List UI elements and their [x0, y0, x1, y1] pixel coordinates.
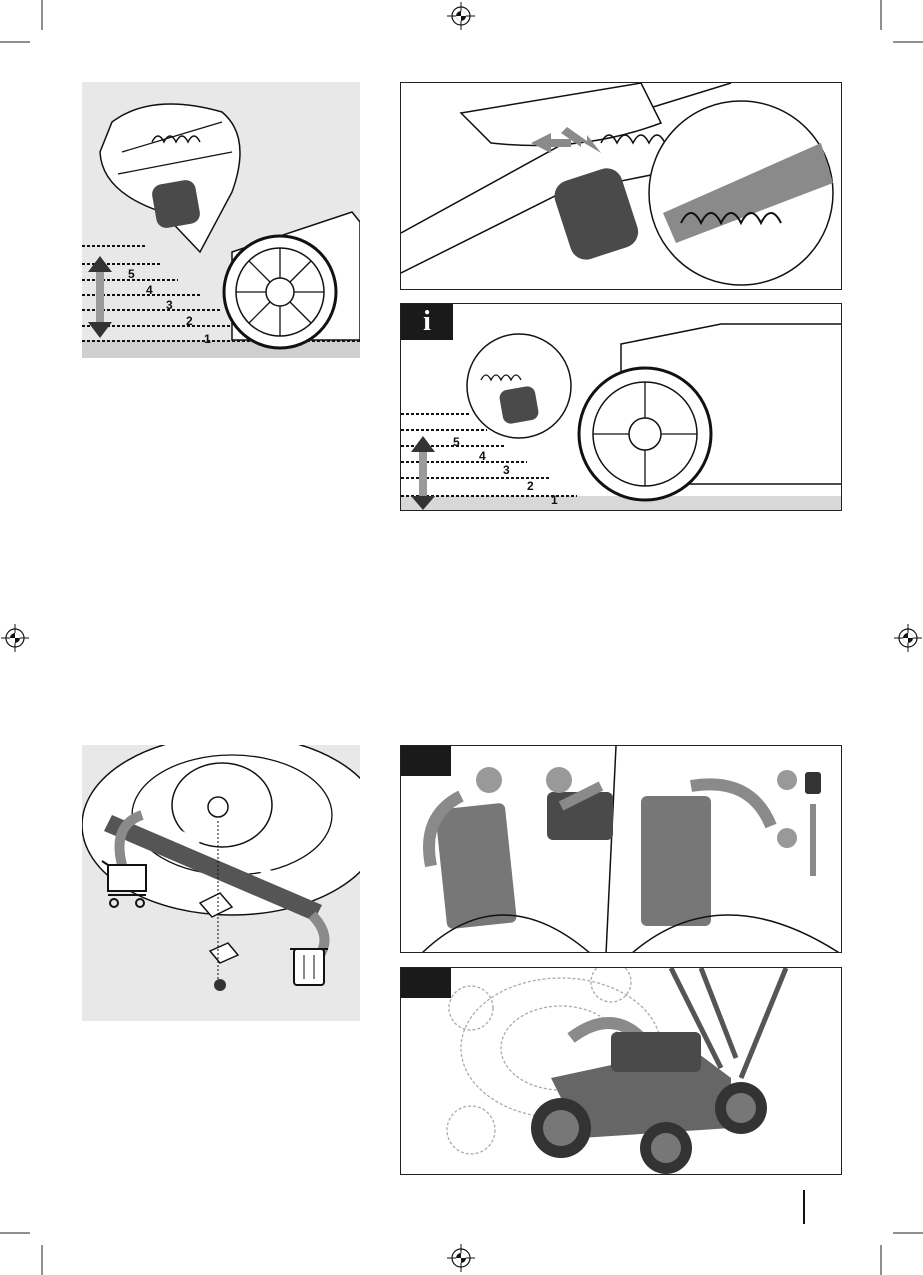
level-label-3: 3: [166, 298, 173, 312]
info-level-label-2: 2: [527, 479, 534, 493]
battery-removal-illustration: [401, 746, 842, 953]
info-illustration: 5 4 3 2 1: [401, 304, 842, 511]
registration-mark-icon: [894, 624, 922, 652]
level-label-1: 1: [204, 332, 211, 346]
trash-bin-icon: [290, 949, 328, 985]
level-label-2: 2: [186, 314, 193, 328]
info-level-label-5: 5: [453, 435, 460, 449]
info-icon: i: [401, 304, 453, 340]
registration-mark-icon: [447, 2, 475, 30]
registration-mark-icon: [447, 1244, 475, 1272]
info-level-label-1: 1: [551, 493, 558, 507]
cutting-height-illustration: 5 4 3 2 1: [82, 82, 360, 358]
registration-mark-icon: [1, 624, 29, 652]
mower-tilt-illustration: [401, 968, 842, 1175]
shopping-cart-icon: [102, 861, 146, 907]
info-level-label-3: 3: [503, 463, 510, 477]
height-lever-illustration: [401, 83, 842, 290]
level-label-5: 5: [128, 267, 135, 281]
info-level-label-4: 4: [479, 449, 486, 463]
height-lever-detail-panel: [400, 82, 842, 290]
level-label-4: 4: [146, 283, 153, 297]
battery-removal-panel: [400, 745, 842, 953]
blade-replacement-illustration: [82, 745, 360, 1021]
step-tag: [401, 746, 451, 776]
info-panel: i 5 4 3 2 1: [400, 303, 842, 511]
step-tag: [401, 968, 451, 998]
cutting-height-panel: 5 4 3 2 1: [82, 82, 360, 358]
page-number-bar: [803, 1190, 805, 1224]
blade-replacement-panel: [82, 745, 360, 1021]
mower-tilt-panel: [400, 967, 842, 1175]
